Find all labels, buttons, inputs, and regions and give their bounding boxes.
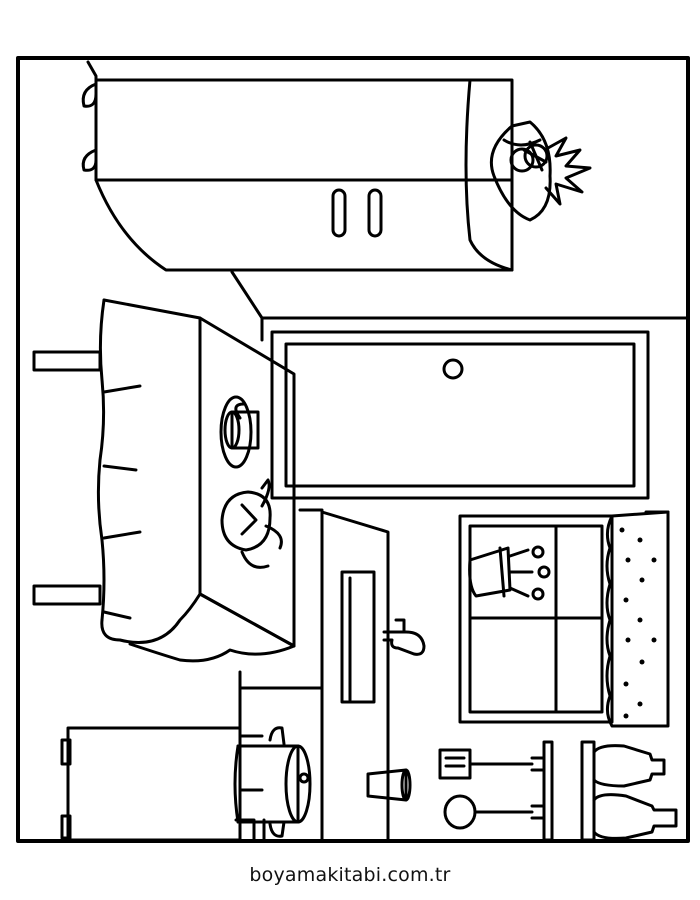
bottles [592, 744, 678, 840]
refrigerator [81, 60, 514, 272]
stove [60, 726, 266, 842]
drinking-glass [366, 768, 412, 802]
site-caption: boyamakitabi.com.tr [249, 864, 451, 886]
wall-lines [230, 270, 690, 342]
cup-and-saucer [219, 395, 260, 469]
faucet [382, 618, 426, 656]
curtain [605, 510, 670, 728]
table [32, 298, 296, 663]
teapot [220, 478, 283, 569]
window [458, 514, 614, 724]
cooking-pot [233, 726, 312, 838]
fruit-basket [489, 120, 592, 222]
utensil-shelf [438, 740, 596, 842]
outer-frame [16, 56, 690, 843]
door [270, 330, 650, 500]
